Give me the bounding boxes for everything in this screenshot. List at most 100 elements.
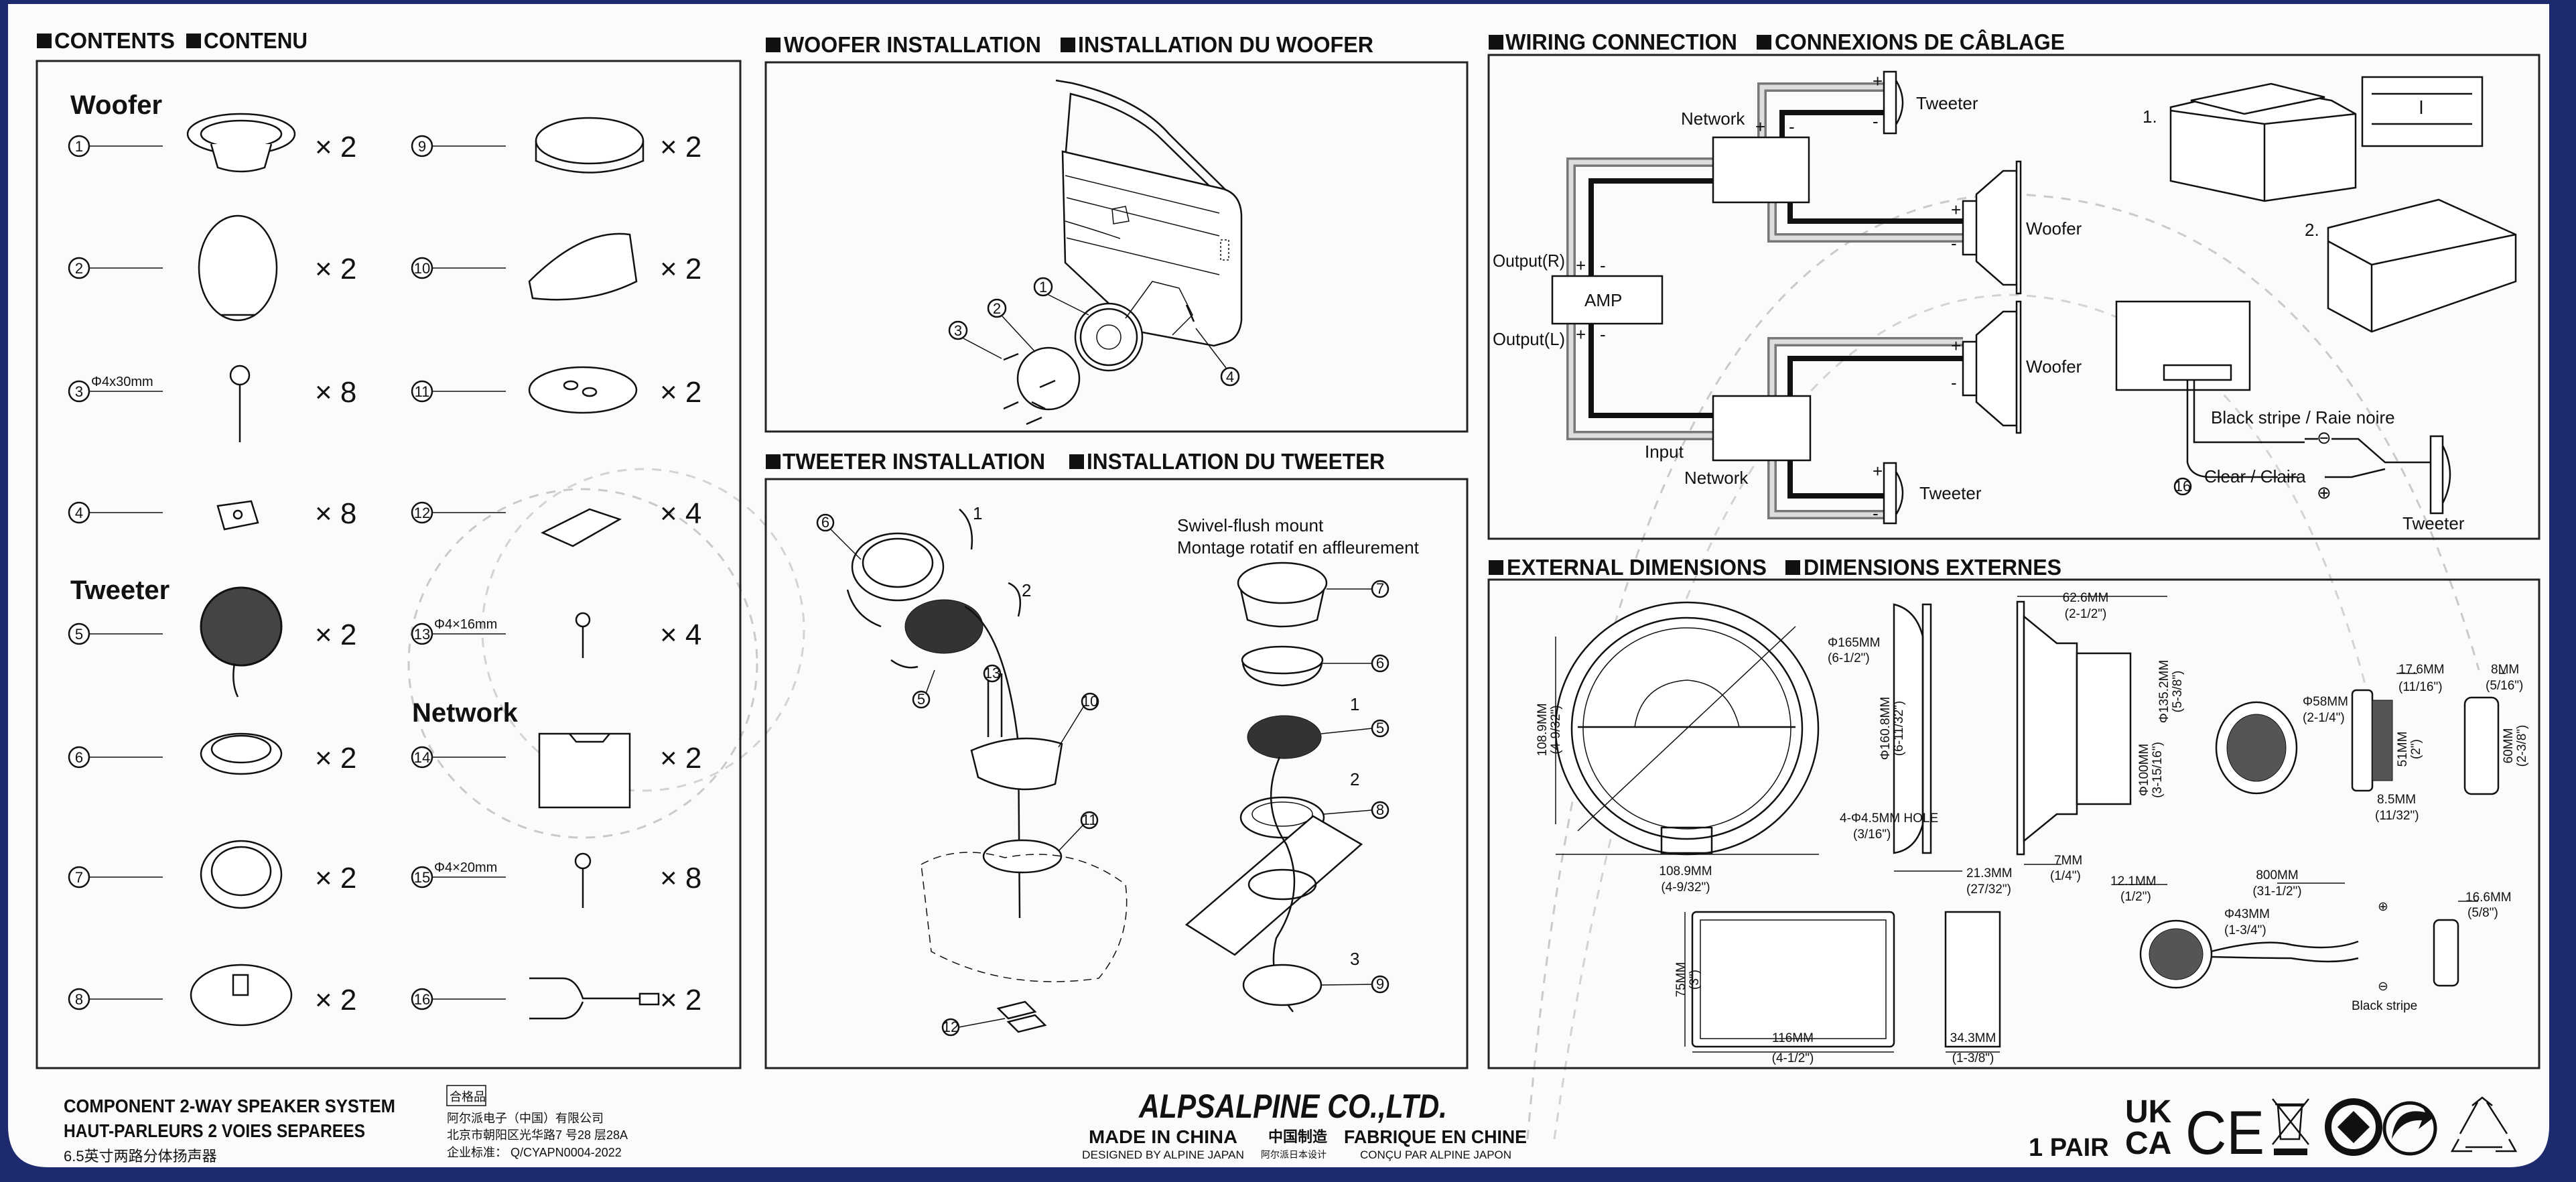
input-label: Input	[1645, 442, 1684, 462]
montage-rotatif-label: Montage rotatif en affleurement	[1177, 537, 1420, 557]
dim-hole-in: (3/16")	[1853, 828, 1891, 842]
dim-8: 8MM	[2491, 663, 2519, 677]
item-quantity: × 2	[315, 862, 356, 895]
dimensions-box	[1487, 578, 2540, 1069]
part-illustration-icon	[574, 852, 592, 908]
recycle-icon	[2450, 1096, 2518, 1153]
item-quantity: × 2	[660, 742, 701, 775]
plus-mark: +	[1873, 461, 1883, 481]
minus-mark: -	[1951, 233, 1957, 253]
designed-by-fr: CONÇU PAR ALPINE JAPON	[1360, 1148, 1511, 1161]
dim-165-in: (6-1/2")	[1828, 651, 1870, 665]
dim-160-8: Φ160.8MM	[1879, 697, 1893, 760]
contents-item: 10× 2	[411, 233, 701, 301]
item-number-circle	[68, 988, 90, 1010]
item-number-circle	[68, 135, 90, 157]
contents-item: 8× 2	[68, 964, 356, 1027]
minus-terminal-mark: ⊖	[2378, 980, 2388, 994]
item-number-circle	[68, 866, 90, 889]
item-number-circle	[411, 866, 433, 889]
dim-135-2: Φ135.2MM	[2157, 660, 2171, 723]
dim-58: Φ58MM	[2303, 695, 2348, 709]
item-quantity: × 2	[315, 742, 356, 775]
ukca-mark-bottom: CA	[2125, 1126, 2171, 1161]
network-assembly-steps: 1. 2. Black stripe / Raie noire Clear / …	[2115, 76, 2517, 533]
minus-mark: -	[1951, 373, 1957, 393]
item-quantity: × 2	[660, 253, 701, 285]
item-number-circle	[411, 257, 433, 279]
green-dot-icon	[2382, 1101, 2437, 1156]
item-number: 9	[418, 138, 426, 155]
dimensions-heading-en: EXTERNAL DIMENSIONS	[1507, 555, 1767, 580]
footer: COMPONENT 2-WAY SPEAKER SYSTEM HAUT-PARL…	[64, 1085, 2518, 1167]
fabrique-en-chine: FABRIQUE EN CHINE	[1344, 1126, 1527, 1147]
woofer-top-label: Woofer	[2026, 218, 2082, 239]
dim-75: 75MM	[1674, 962, 1688, 998]
item-size: Φ4×20mm	[434, 860, 497, 875]
group-tweeter: Tweeter	[70, 576, 170, 605]
contents-heading-en: CONTENTS	[54, 28, 175, 53]
callout-7: 7	[1376, 580, 1384, 597]
cert-label: 合格品	[450, 1090, 486, 1104]
plus-mark: +	[1755, 117, 1765, 137]
network-box-top	[1712, 136, 1810, 204]
heading-bullet	[1489, 35, 1503, 50]
part-illustration-icon	[200, 840, 283, 909]
ukca-mark-top: UK	[2125, 1094, 2172, 1130]
dim-17-6-in: (11/16")	[2398, 680, 2443, 694]
dim-12-1: 12.1MM	[2110, 874, 2157, 889]
item-quantity: × 2	[660, 131, 701, 163]
step-2-label: 2.	[2305, 220, 2319, 240]
contents-item: 7 × 2	[68, 840, 356, 909]
item-number: 3	[75, 383, 83, 400]
contents-box	[36, 60, 742, 1069]
callout-10: 10	[1082, 693, 1098, 710]
item-number: 11	[415, 383, 430, 400]
item-number: 6	[75, 749, 83, 766]
group-woofer: Woofer	[70, 90, 162, 120]
black-stripe-label: Black stripe / Raie noire	[2211, 407, 2395, 428]
dim-62-6-in: (2-1/2")	[2065, 607, 2107, 621]
item-number-circle	[411, 988, 433, 1010]
part-illustration-icon	[198, 214, 278, 322]
item-number: 7	[75, 869, 83, 886]
item-number-circle	[411, 135, 433, 157]
item-quantity: × 2	[315, 984, 356, 1016]
output-l-label: Output(L)	[1493, 329, 1565, 349]
woofer-install-heading-en: WOOFER INSTALLATION	[784, 32, 1041, 57]
weee-bin-icon	[2272, 1098, 2309, 1155]
dim-60: 60MM	[2502, 728, 2516, 764]
dim-34-3-in: (1-3/8")	[1952, 1051, 1994, 1065]
item-number-circle	[68, 380, 90, 403]
tweeter-top-label: Tweeter	[1916, 93, 1978, 113]
dimension-labels: Φ165MM (6-1/2") 108.9MM (4-9/32") 4-Φ4.5…	[1536, 591, 2529, 1065]
group-network: Network	[412, 698, 519, 728]
dim-7-in: (1/4")	[2050, 869, 2081, 883]
item-size: Φ4×16mm	[434, 617, 497, 632]
item-number: 13	[414, 626, 430, 643]
contents-heading-fr: CONTENU	[204, 28, 308, 53]
dim-100: Φ100MM	[2137, 744, 2151, 797]
product-name-fr: HAUT-PARLEURS 2 VOIES SEPAREES	[64, 1120, 365, 1141]
dim-12-1-in: (1/2")	[2120, 890, 2151, 904]
dim-8-5-in: (11/32")	[2375, 809, 2419, 823]
part-illustration-icon	[200, 586, 283, 698]
wires	[1566, 82, 1963, 519]
item-quantity: × 2	[660, 376, 701, 409]
dim-51-in: (2")	[2409, 739, 2423, 759]
minus-mark: -	[1600, 255, 1606, 275]
dim-43: Φ43MM	[2224, 907, 2270, 921]
dim-116-in: (4-1/2")	[1772, 1051, 1814, 1065]
heading-bullet	[766, 454, 781, 469]
woofer-install-box	[764, 61, 1469, 433]
callout-3: 3	[954, 322, 962, 339]
network-top-label: Network	[1681, 109, 1745, 129]
callout-9: 9	[1376, 976, 1384, 992]
cert-box	[446, 1085, 486, 1106]
item-quantity: × 8	[315, 376, 356, 409]
heading-bullet	[37, 34, 52, 48]
car-door-illustration	[1003, 79, 1243, 425]
heading-bullet	[1069, 454, 1084, 469]
